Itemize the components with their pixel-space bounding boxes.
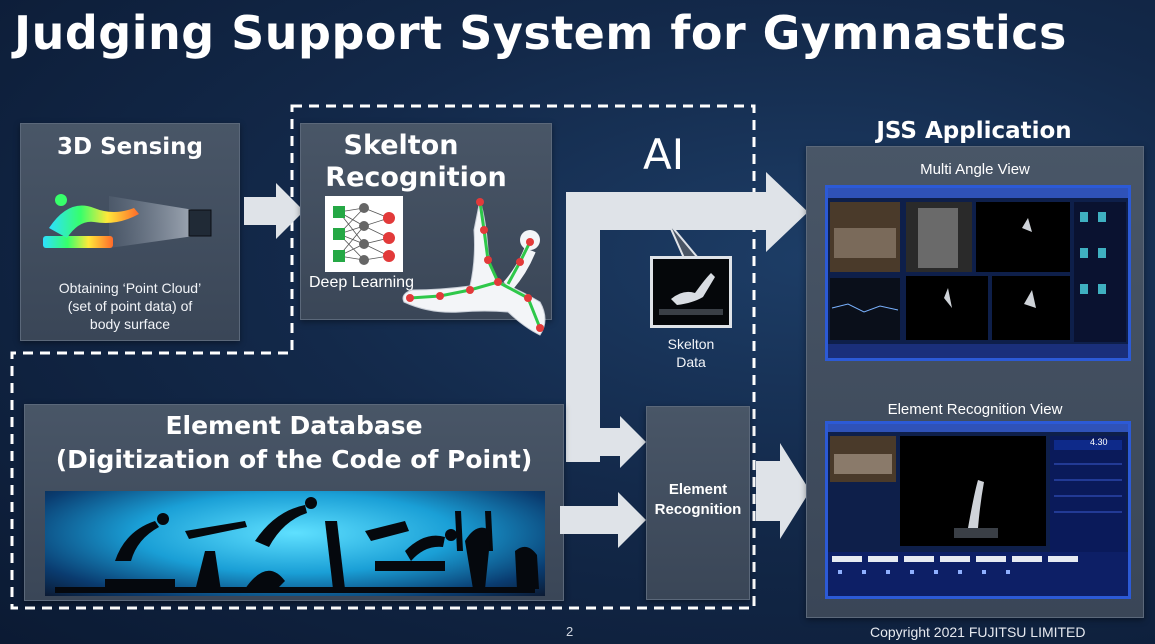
database-visual <box>45 491 545 596</box>
element-recognition-screenshot: 4.30 <box>825 421 1131 599</box>
element-view-content <box>828 424 1128 596</box>
skeleton-data-line2: Data <box>676 354 706 370</box>
element-recognition-box: Element Recognition <box>646 406 750 600</box>
database-title-line1: Element Database <box>165 411 423 440</box>
jss-panel: Multi Angle View Element Recognition Vie… <box>806 146 1144 618</box>
arrow-skeleton-to-jss <box>566 172 808 462</box>
skeleton-data-line1: Skelton <box>667 336 715 352</box>
element-recognition-line2: Recognition <box>654 501 742 518</box>
sensing-caption-line2: (set of point data) of <box>67 298 193 314</box>
arrow-database-to-element-recognition <box>560 492 646 548</box>
skeleton-title-line1: Skelton <box>343 130 459 161</box>
arrow-sensing-to-skeleton <box>244 183 304 239</box>
skeleton-data-figure <box>659 273 723 315</box>
sensing-panel: 3D Sensing Obtaining ‘Point Cloud’ (set … <box>20 123 240 341</box>
element-view-label: Element Recognition View <box>887 401 1063 418</box>
multi-angle-content <box>828 188 1128 358</box>
page-number: 2 <box>566 624 574 639</box>
database-title-line2: (Digitization of the Code of Point) <box>55 445 533 474</box>
skeleton-panel: Skelton Recognition Deep Learning <box>300 123 552 320</box>
copyright-text: Copyright 2021 FUJITSU LIMITED <box>870 624 1086 640</box>
page-title: Judging Support System for Gymnastics <box>14 6 1067 60</box>
skeleton-data-image <box>650 256 732 328</box>
deep-learning-label: Deep Learning <box>309 274 414 291</box>
element-view-score: 4.30 <box>1090 437 1108 447</box>
arrow-branch-to-element-recognition <box>598 416 646 468</box>
sensing-caption-line1: Obtaining ‘Point Cloud’ <box>58 280 202 296</box>
skeleton-gymnast-figure <box>402 198 546 336</box>
skeleton-title-line2: Recognition <box>325 162 507 193</box>
point-cloud-figure <box>43 194 212 248</box>
multi-angle-label: Multi Angle View <box>920 161 1030 178</box>
gymnast-silhouettes <box>55 497 539 593</box>
sensing-caption-line3: body surface <box>89 316 171 332</box>
multi-angle-screenshot <box>825 185 1131 361</box>
ai-label: AI <box>643 130 685 179</box>
element-database-panel: Element Database (Digitization of the Co… <box>24 404 564 601</box>
sensing-title: 3D Sensing <box>56 134 204 160</box>
jss-title: JSS Application <box>876 118 1072 144</box>
arrow-element-recognition-to-jss <box>756 443 810 539</box>
neural-network-icon <box>325 196 403 272</box>
element-recognition-line1: Element <box>668 481 728 498</box>
